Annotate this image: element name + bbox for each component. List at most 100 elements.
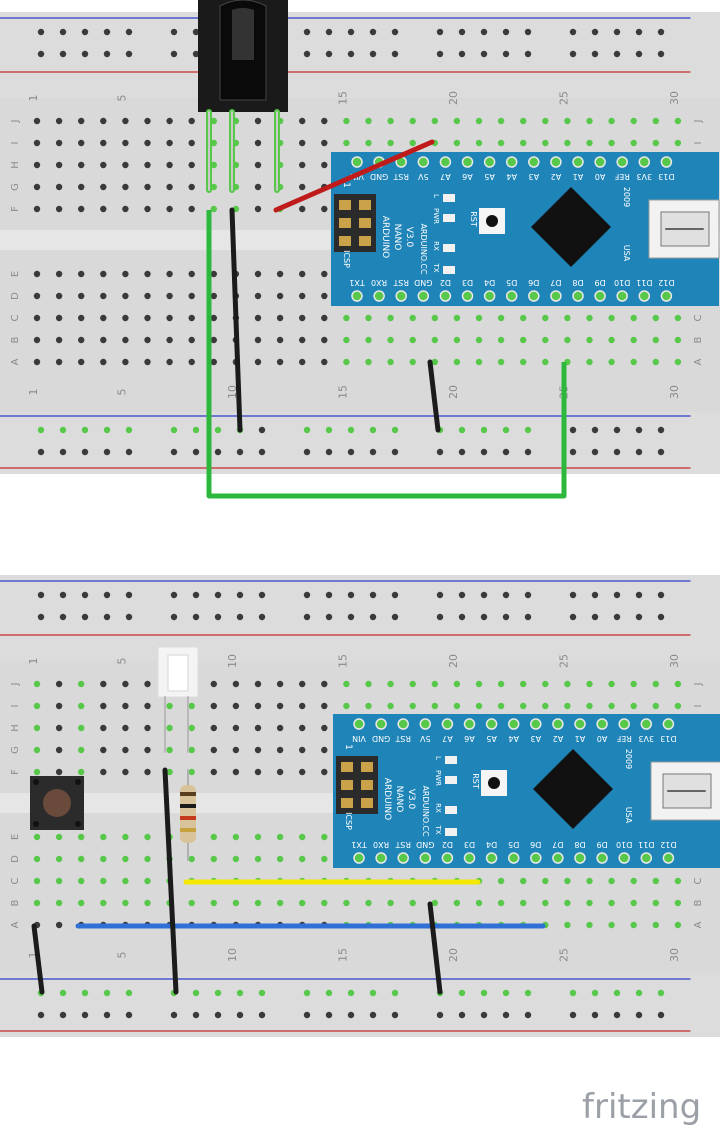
grid-hole [100, 746, 107, 754]
nano-pin [640, 718, 653, 730]
nano-pin-label: A1 [575, 734, 586, 743]
row-label: B [693, 336, 704, 343]
grid-hole [630, 139, 637, 147]
nano-pin-label: D10 [616, 840, 632, 849]
nano-led [443, 214, 455, 222]
grid-hole [210, 358, 217, 366]
rail-hole [103, 591, 111, 599]
rail-hole [192, 613, 200, 621]
grid-hole [387, 680, 394, 688]
grid-hole [564, 899, 571, 907]
grid-hole [365, 117, 372, 125]
grid-hole [431, 680, 438, 688]
grid-hole [78, 270, 85, 278]
rail-hole [591, 591, 599, 599]
grid-hole [652, 899, 659, 907]
grid-hole [78, 161, 85, 169]
rail-hole [436, 613, 444, 621]
nano-pin-label: D5 [508, 840, 519, 849]
rail-hole [369, 28, 377, 36]
row-label: D [10, 855, 21, 863]
grid-hole [475, 336, 483, 344]
rail-hole [236, 1011, 244, 1019]
rail-hole [325, 50, 333, 58]
nano-led-label: L [432, 194, 440, 198]
grid-hole [586, 139, 593, 147]
rail-hole [458, 426, 466, 434]
nano-pin-label: D7 [552, 840, 563, 849]
nano-pin-label: D5 [506, 278, 517, 287]
rail-hole [613, 426, 621, 434]
grid-hole [254, 161, 262, 169]
grid-hole [122, 768, 129, 776]
grid-hole [188, 702, 195, 710]
nano-led [443, 194, 455, 202]
grid-hole [210, 899, 217, 907]
nano-pin [552, 852, 564, 864]
nano-pin [461, 156, 474, 168]
rail-hole [258, 426, 266, 434]
grid-hole [520, 336, 527, 344]
grid-hole [674, 921, 682, 929]
wire-red [273, 139, 435, 213]
row-label: I [693, 142, 704, 145]
grid-hole [564, 702, 571, 710]
rail-hole [37, 426, 45, 434]
nano-pin [483, 290, 496, 302]
nano-pin-label: GND [370, 172, 388, 181]
nano-usa: USA [624, 807, 633, 824]
rail-hole [524, 50, 532, 58]
grid-hole [210, 702, 217, 710]
grid-hole [475, 358, 483, 366]
nano-pin-label: RST [393, 172, 409, 181]
grid-hole [100, 183, 107, 191]
rail-hole [502, 989, 510, 997]
rail-hole [347, 28, 355, 36]
row-label: C [693, 314, 704, 321]
grid-hole [520, 358, 527, 366]
nano-pin [351, 156, 363, 168]
rail-hole [192, 989, 200, 997]
grid-hole [55, 161, 63, 169]
grid-hole [674, 680, 682, 688]
rail-hole [502, 28, 510, 36]
grid-hole [188, 855, 195, 863]
rail-hole [325, 448, 333, 456]
grid-hole [122, 270, 129, 278]
grid-hole [33, 899, 41, 907]
nano-pin-label: D12 [660, 840, 676, 849]
rail-hole [502, 448, 510, 456]
grid-hole [78, 314, 85, 322]
nano-pin-label: D8 [572, 278, 583, 287]
rail-hole [303, 28, 311, 36]
row-label: D [10, 292, 21, 300]
rail-hole [347, 426, 355, 434]
grid-hole [232, 680, 240, 688]
grid-hole [122, 855, 129, 863]
grid-hole [55, 702, 63, 710]
grid-hole [55, 314, 63, 322]
rail-hole [325, 28, 333, 36]
grid-hole [564, 921, 571, 929]
grid-hole [343, 358, 350, 366]
grid-hole [254, 702, 262, 710]
grid-hole [232, 702, 240, 710]
rail-hole [347, 1011, 355, 1019]
rail-hole [81, 989, 89, 997]
nano-pin-label: D3 [462, 278, 473, 287]
grid-hole [166, 183, 173, 191]
nano-pin-label: A5 [484, 172, 495, 181]
rail-hole [524, 613, 532, 621]
grid-hole [497, 314, 505, 322]
pin1-label: 1 [343, 744, 353, 750]
grid-hole [299, 746, 306, 754]
grid-hole [166, 139, 173, 147]
grid-hole [409, 899, 416, 907]
rail-hole [81, 613, 89, 621]
grid-hole [630, 358, 637, 366]
rail-hole [591, 448, 599, 456]
grid-hole [122, 899, 129, 907]
grid-hole [144, 161, 151, 169]
rail-hole [125, 989, 133, 997]
row-label: F [10, 206, 21, 212]
